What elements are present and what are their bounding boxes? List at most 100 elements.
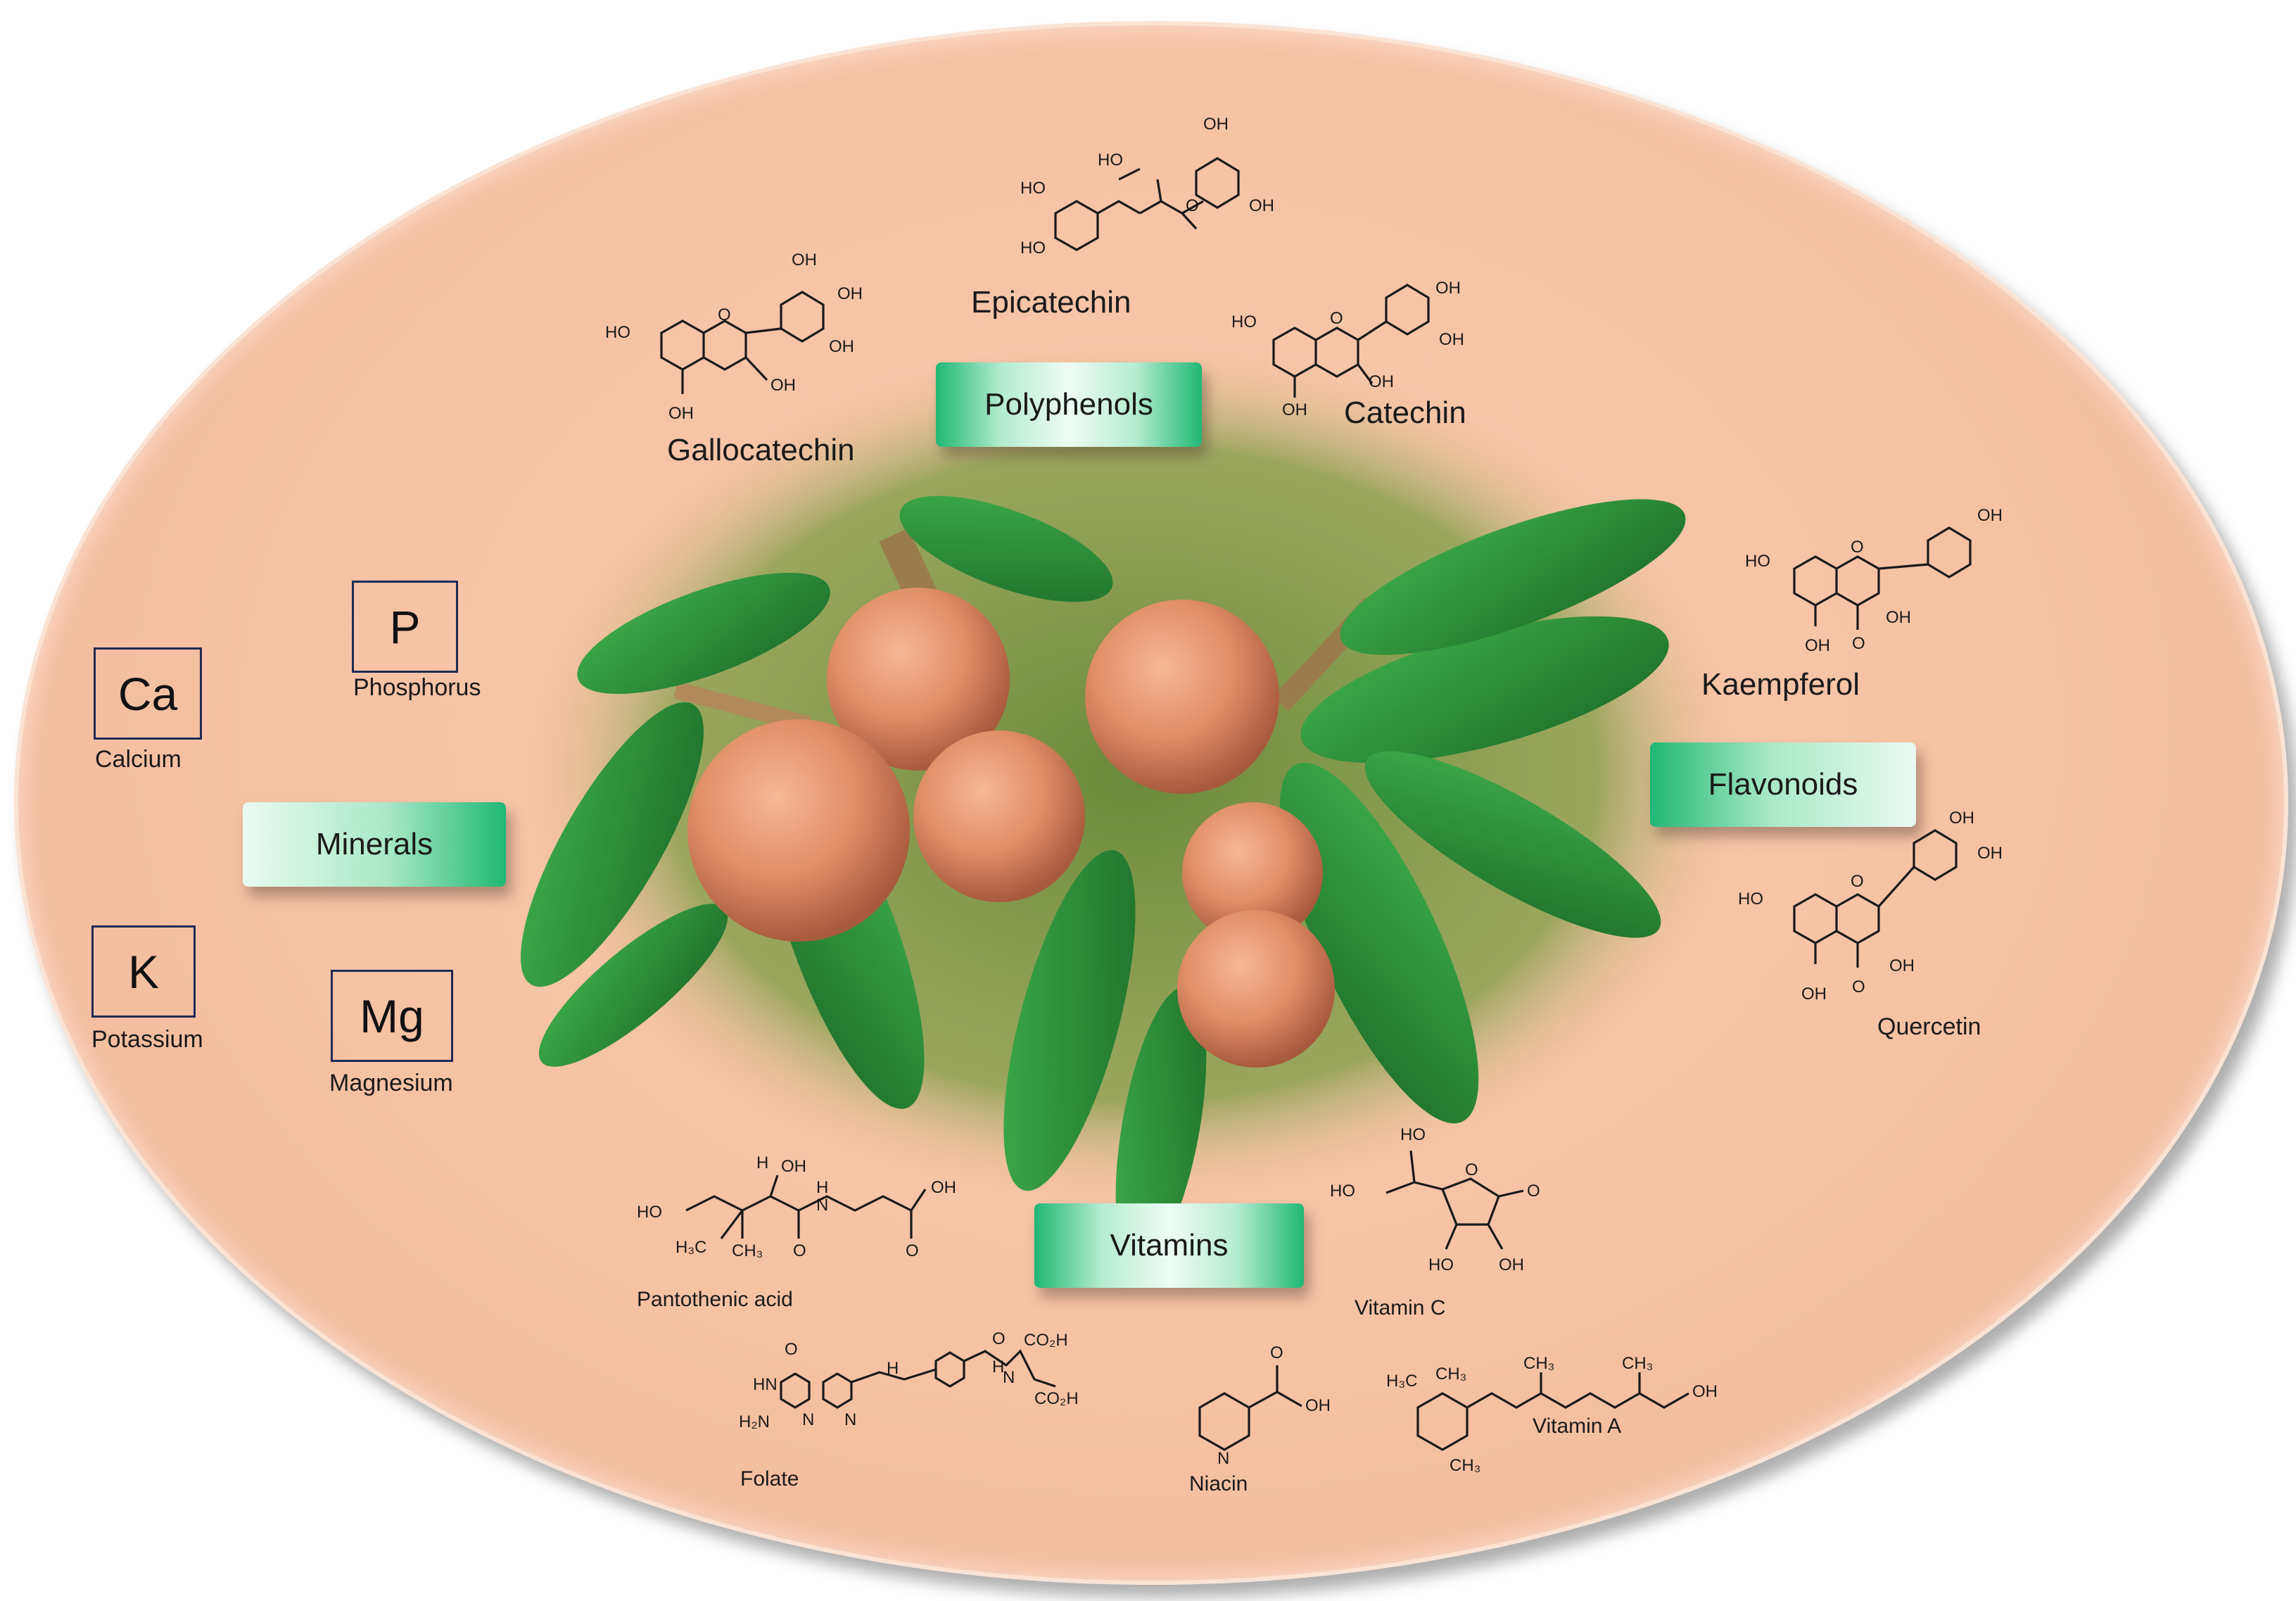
- svg-text:O: O: [1465, 1160, 1478, 1179]
- svg-text:HN: HN: [753, 1375, 778, 1394]
- svg-text:OH: OH: [1369, 372, 1394, 391]
- magnesium-symbol: Mg: [331, 970, 453, 1062]
- vitamins-badge: Vitamins: [1034, 1203, 1304, 1288]
- svg-text:CH₃: CH₃: [1523, 1354, 1554, 1373]
- niacin-label: Niacin: [1189, 1472, 1248, 1495]
- svg-text:O: O: [1851, 538, 1864, 557]
- svg-text:N: N: [1003, 1368, 1015, 1387]
- svg-text:OH: OH: [1249, 196, 1274, 215]
- svg-text:H₃C: H₃C: [1386, 1372, 1417, 1391]
- svg-text:O: O: [992, 1329, 1006, 1348]
- svg-text:OH: OH: [1889, 956, 1915, 975]
- vitamin-a-label: Vitamin A: [1533, 1415, 1622, 1438]
- svg-text:OH: OH: [837, 284, 863, 303]
- quercetin-structure: O HO OH O OH OH OH: [1738, 809, 2003, 1004]
- polyphenols-label: Polyphenols: [984, 387, 1153, 422]
- svg-text:OH: OH: [1805, 636, 1830, 655]
- svg-text:CH₃: CH₃: [1622, 1354, 1653, 1373]
- svg-text:H: H: [992, 1358, 1004, 1377]
- svg-text:O: O: [718, 305, 731, 324]
- gallocatechin-structure: O HO OH OH OH OH OH: [605, 251, 863, 423]
- calcium-symbol: Ca: [94, 647, 202, 740]
- svg-text:OH: OH: [1977, 506, 2003, 525]
- svg-text:O: O: [793, 1241, 806, 1260]
- svg-text:OH: OH: [668, 404, 694, 423]
- pantothenic-acid-label: Pantothenic acid: [637, 1288, 793, 1311]
- kaempferol-structure: O HO OH O OH OH: [1745, 506, 2003, 655]
- pantothenic-acid-structure: HO H OH H N OH H₃C CH₃ O O: [637, 1153, 956, 1260]
- svg-text:H: H: [887, 1359, 899, 1378]
- svg-text:N: N: [1217, 1449, 1229, 1468]
- svg-text:H: H: [756, 1153, 768, 1172]
- svg-text:O: O: [1527, 1182, 1540, 1201]
- flavonoids-label: Flavonoids: [1708, 767, 1858, 802]
- vitamin-c-structure: HO HO O O HO OH: [1330, 1125, 1540, 1274]
- svg-text:OH: OH: [1305, 1396, 1331, 1415]
- svg-text:HO: HO: [1330, 1182, 1355, 1201]
- svg-text:OH: OH: [1282, 400, 1307, 419]
- svg-text:HO: HO: [1020, 179, 1046, 198]
- svg-text:N: N: [844, 1410, 856, 1429]
- fruits: [687, 588, 1335, 1068]
- svg-text:H: H: [816, 1178, 828, 1197]
- svg-text:O: O: [1851, 872, 1864, 891]
- svg-text:CO₂H: CO₂H: [1034, 1389, 1079, 1408]
- svg-text:OH: OH: [1692, 1382, 1718, 1401]
- svg-text:OH: OH: [1203, 115, 1229, 134]
- svg-text:CO₂H: CO₂H: [1024, 1331, 1068, 1350]
- svg-text:H₂N: H₂N: [739, 1412, 770, 1431]
- svg-text:OH: OH: [1499, 1255, 1524, 1274]
- svg-text:CH₃: CH₃: [732, 1241, 763, 1260]
- svg-text:OH: OH: [781, 1157, 806, 1176]
- potassium-symbol: K: [91, 925, 196, 1018]
- svg-text:O: O: [1270, 1343, 1283, 1362]
- kaempferol-label: Kaempferol: [1701, 667, 1860, 702]
- svg-text:O: O: [1330, 309, 1343, 328]
- vitamin-a-structure: H₃C CH₃ CH₃ CH₃ CH₃ OH: [1386, 1354, 1718, 1475]
- epicatechin-label: Epicatechin: [971, 285, 1131, 319]
- svg-text:OH: OH: [1977, 844, 2003, 863]
- vitamins-label: Vitamins: [1110, 1228, 1229, 1263]
- svg-text:OH: OH: [792, 251, 817, 270]
- svg-text:OH: OH: [829, 337, 854, 356]
- polyphenols-badge: Polyphenols: [936, 362, 1202, 447]
- svg-text:HO: HO: [637, 1203, 662, 1222]
- niacin-structure: O OH N: [1198, 1343, 1331, 1468]
- svg-text:CH₃: CH₃: [1450, 1456, 1480, 1475]
- magnesium-label: Magnesium: [329, 1070, 453, 1096]
- svg-text:OH: OH: [1886, 608, 1911, 627]
- minerals-badge: Minerals: [243, 802, 506, 887]
- quercetin-label: Quercetin: [1877, 1013, 1981, 1040]
- svg-text:OH: OH: [1439, 330, 1464, 349]
- svg-text:HO: HO: [1098, 151, 1123, 170]
- catechin-label: Catechin: [1344, 395, 1466, 430]
- svg-text:HO: HO: [1020, 239, 1046, 258]
- gallocatechin-label: Gallocatechin: [667, 433, 855, 467]
- svg-text:OH: OH: [931, 1178, 956, 1197]
- epicatechin-structure: HO OH OH HO HO O: [1020, 115, 1274, 258]
- svg-text:O: O: [906, 1241, 919, 1260]
- svg-text:OH: OH: [1801, 985, 1827, 1004]
- vitamin-c-label: Vitamin C: [1355, 1296, 1446, 1320]
- catechin-structure: O HO OH OH OH OH: [1231, 279, 1464, 419]
- svg-text:N: N: [816, 1196, 828, 1215]
- svg-text:O: O: [1852, 634, 1865, 653]
- svg-text:HO: HO: [605, 323, 630, 342]
- flavonoids-badge: Flavonoids: [1650, 742, 1916, 827]
- svg-text:HO: HO: [1738, 890, 1763, 909]
- svg-text:OH: OH: [1435, 279, 1461, 298]
- svg-text:H₃C: H₃C: [676, 1238, 706, 1257]
- svg-text:HO: HO: [1400, 1125, 1426, 1144]
- phosphorus-label: Phosphorus: [353, 674, 481, 701]
- folate-structure: O HN H₂N N N H H O N CO₂H CO₂H: [739, 1329, 1079, 1431]
- svg-text:HO: HO: [1745, 552, 1770, 571]
- branch: [673, 681, 812, 733]
- svg-text:OH: OH: [770, 376, 796, 395]
- svg-text:O: O: [1186, 196, 1199, 215]
- svg-text:CH₃: CH₃: [1435, 1365, 1466, 1384]
- svg-text:HO: HO: [1428, 1255, 1454, 1274]
- leaves: [521, 495, 1686, 1265]
- calcium-label: Calcium: [95, 746, 182, 773]
- svg-text:O: O: [785, 1340, 798, 1359]
